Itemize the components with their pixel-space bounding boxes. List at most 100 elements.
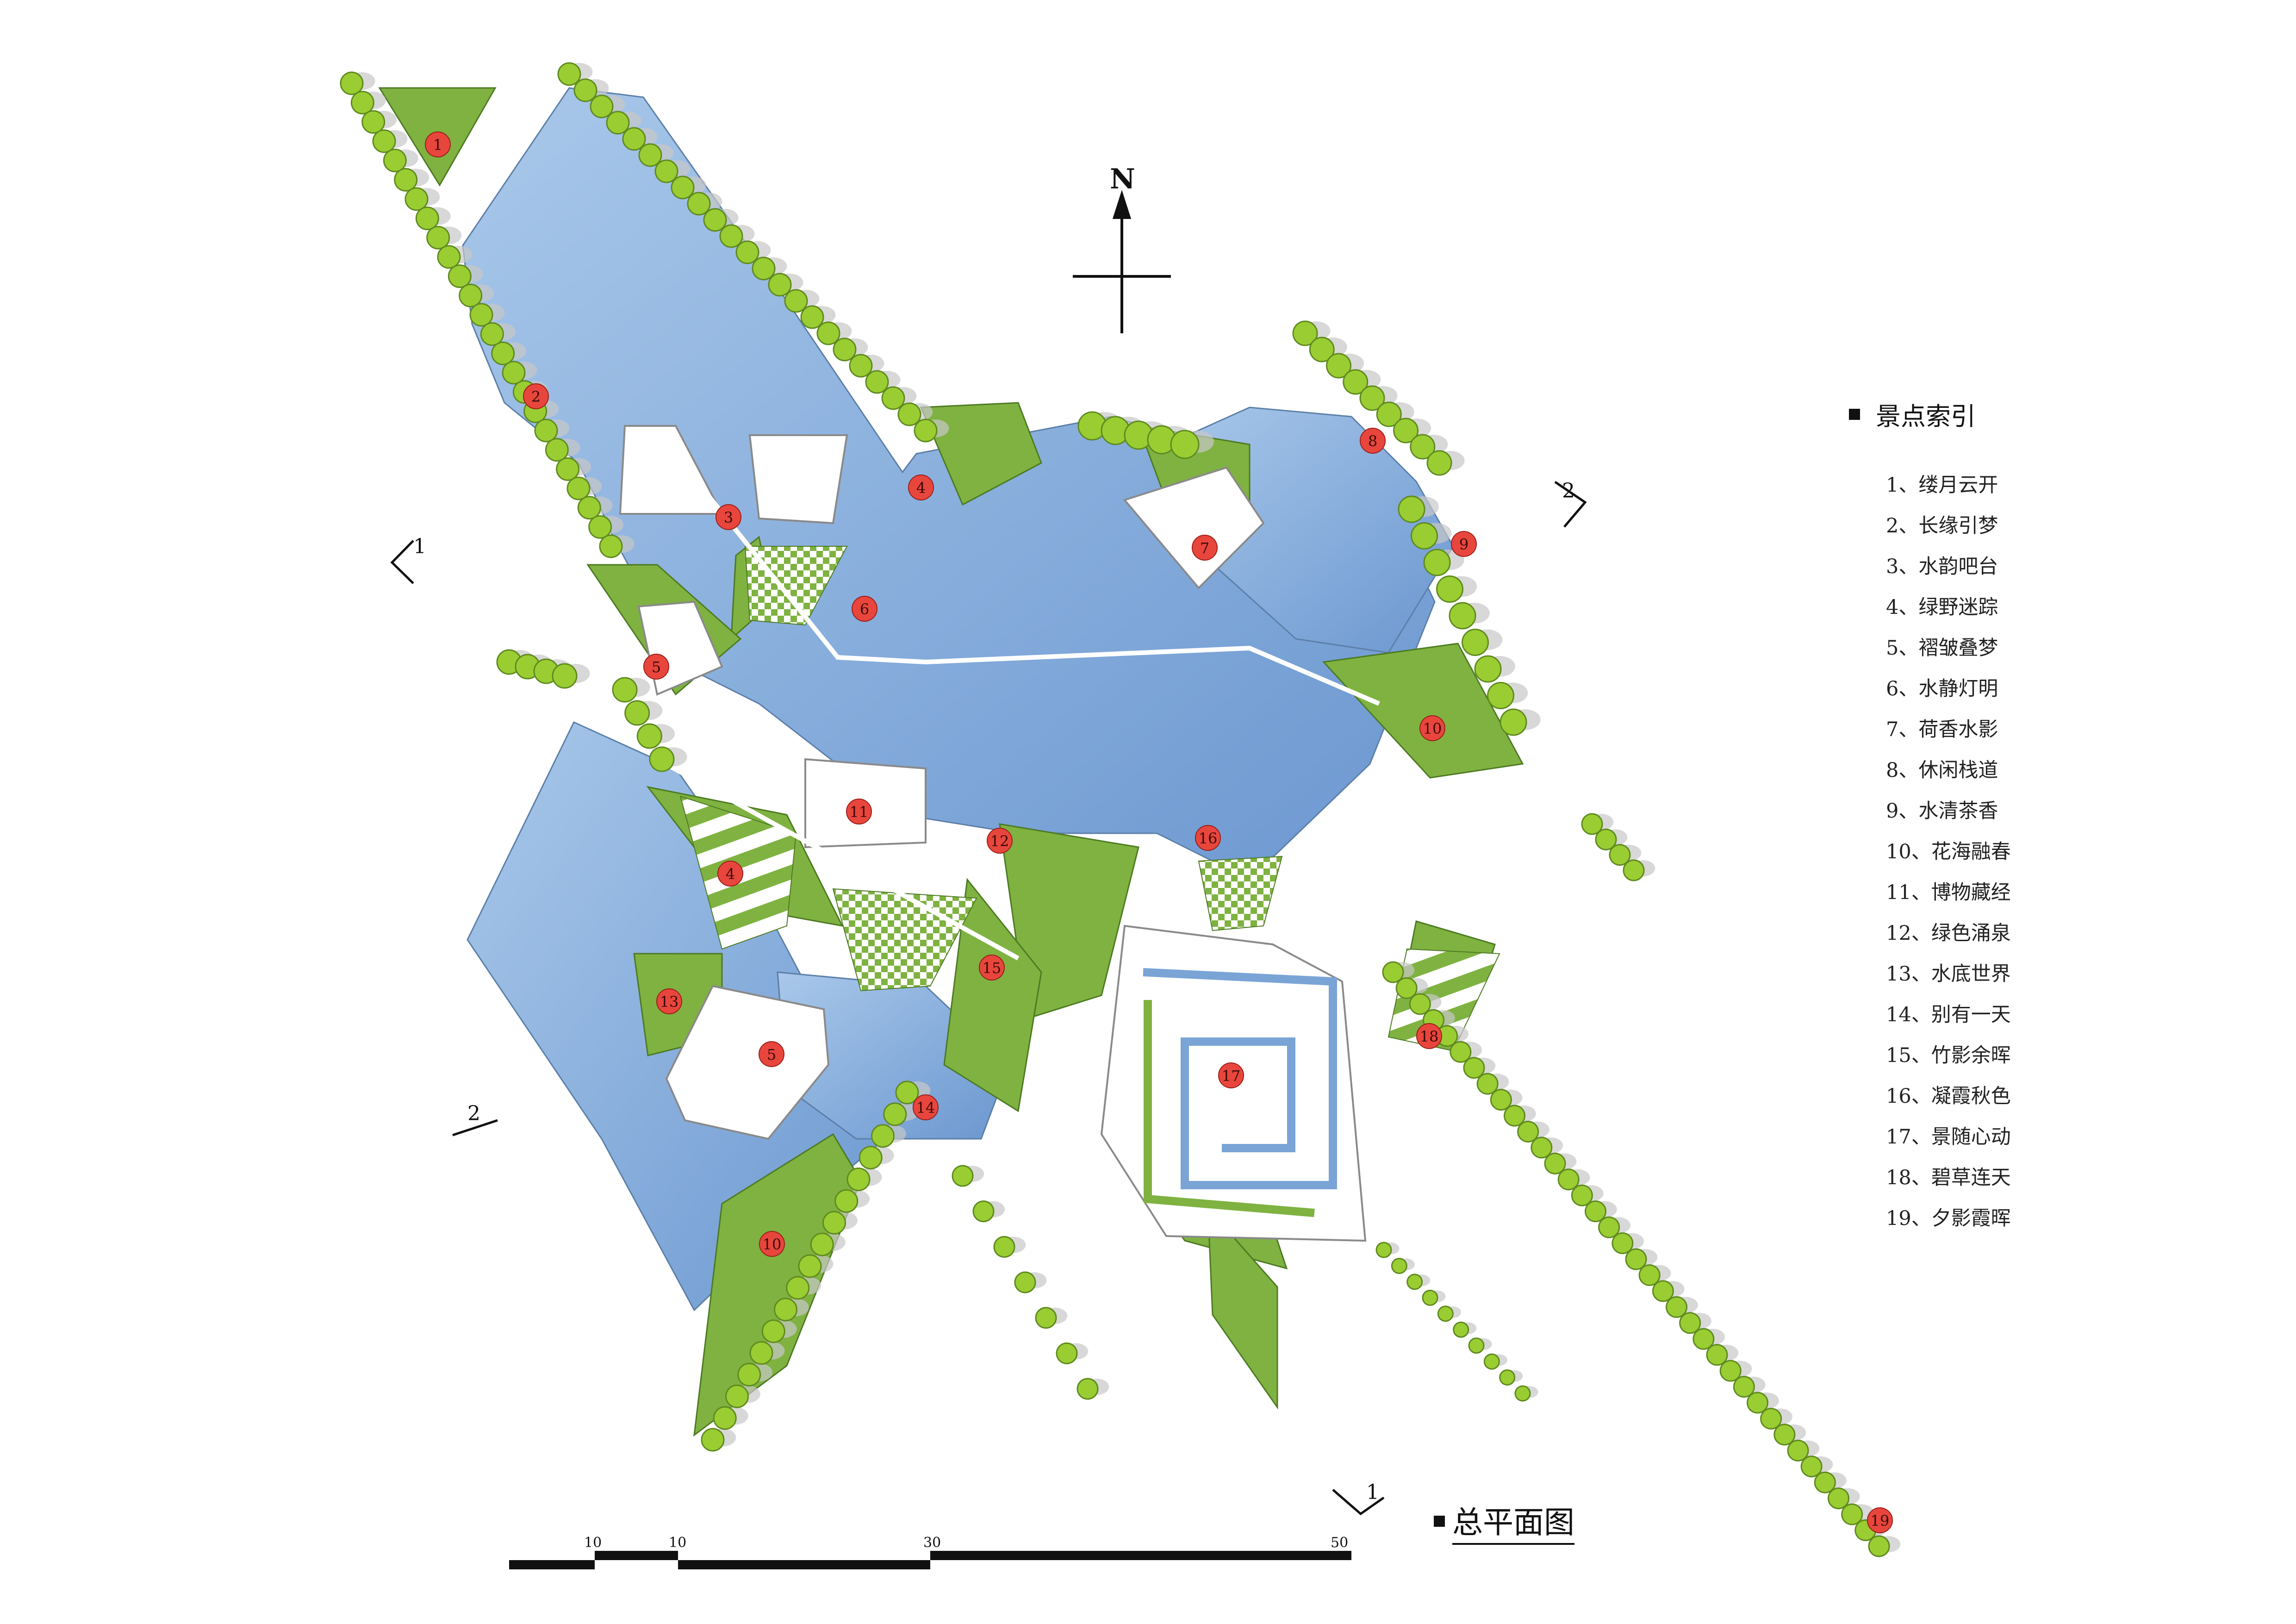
tree-icon xyxy=(1814,1471,1836,1493)
tree-icon xyxy=(1391,1257,1407,1274)
scale-label: 30 xyxy=(923,1535,941,1551)
legend-item: 10、花海融春 xyxy=(1886,840,2011,863)
tree-icon xyxy=(612,677,638,703)
tree-icon xyxy=(752,256,776,281)
legend-item: 19、夕影霞晖 xyxy=(1886,1207,2011,1230)
tree-icon xyxy=(1474,655,1502,683)
tree-icon xyxy=(1841,1503,1863,1525)
tree-icon xyxy=(1462,629,1489,656)
tree-icon xyxy=(1309,337,1335,362)
legend-item: 9、水清茶香 xyxy=(1886,800,1998,823)
tree-icon xyxy=(849,354,873,378)
legend-title-text: 景点索引 xyxy=(1876,402,1976,431)
tree-icon xyxy=(622,127,646,151)
tree-icon xyxy=(1410,434,1436,460)
tree-icon xyxy=(1170,430,1200,459)
tree-icon xyxy=(1423,549,1451,576)
tree-icon xyxy=(768,273,792,297)
tree-icon xyxy=(897,402,921,426)
site-marker xyxy=(425,131,451,157)
tree-icon xyxy=(952,1165,974,1187)
site-marker xyxy=(1195,825,1221,851)
north-label: N xyxy=(1110,163,1135,195)
site-marker-label: 11 xyxy=(850,803,869,821)
site-marker-label: 2 xyxy=(531,388,541,406)
tree-icon xyxy=(1453,1321,1469,1338)
title-bullet-icon xyxy=(1434,1516,1445,1527)
tree-icon xyxy=(798,1254,822,1278)
legend-item: 5、褶皱叠梦 xyxy=(1886,637,1998,660)
spiral-garden xyxy=(1143,968,1337,1217)
tree-icon xyxy=(883,1102,907,1126)
tree-icon xyxy=(1483,1353,1500,1370)
tree-icon xyxy=(1571,1184,1593,1206)
tree-icon xyxy=(1868,1535,1890,1557)
tree-icon xyxy=(1652,1280,1674,1302)
tree-icon xyxy=(1409,993,1431,1015)
site-marker-label: 15 xyxy=(983,959,1002,977)
site-marker xyxy=(852,596,877,622)
tree-icon xyxy=(340,71,364,95)
tree-rows xyxy=(340,62,1901,1557)
section-mark-label: 1 xyxy=(413,535,426,558)
tree-icon xyxy=(1638,1264,1661,1286)
tree-icon xyxy=(1463,1057,1485,1079)
tree-icon xyxy=(881,386,905,410)
structure-5b xyxy=(665,985,830,1140)
legend-item: 1、缕月云开 xyxy=(1886,474,1998,497)
tree-icon xyxy=(577,496,601,520)
legend-item: 13、水底世界 xyxy=(1886,962,2011,986)
tree-icon xyxy=(859,1146,883,1170)
tree-icon xyxy=(1436,575,1463,603)
structure-7 xyxy=(1123,466,1265,589)
tree-icon xyxy=(1787,1439,1809,1462)
site-marker-label: 5 xyxy=(767,1046,776,1063)
tree-icon xyxy=(816,321,840,345)
tree-icon xyxy=(590,94,614,119)
site-marker xyxy=(1419,715,1445,741)
tree-icon xyxy=(1499,1369,1516,1386)
legend-item: 2、长缘引梦 xyxy=(1886,514,1998,537)
tree-icon xyxy=(833,337,857,362)
tree-icon xyxy=(1398,495,1425,523)
tree-icon xyxy=(1504,1105,1525,1127)
site-marker-label: 8 xyxy=(1368,432,1377,450)
site-marker-label: 3 xyxy=(724,509,733,526)
tree-icon xyxy=(1514,1385,1531,1402)
tree-icon xyxy=(1760,1407,1782,1430)
tree-icon xyxy=(556,457,580,481)
section-marks xyxy=(390,481,1587,1516)
site-marker xyxy=(717,861,743,887)
tree-icon xyxy=(784,289,808,313)
tree-icon xyxy=(1773,1424,1796,1446)
tree-icon xyxy=(552,663,578,689)
tree-icon xyxy=(1056,1342,1078,1364)
tree-icon xyxy=(1449,602,1476,630)
tree-icon xyxy=(1359,385,1385,411)
tree-icon xyxy=(1585,1200,1606,1223)
tree-icon xyxy=(800,305,824,329)
tree-icon xyxy=(480,322,504,346)
tree-icon xyxy=(1581,813,1603,835)
tree-icon xyxy=(1747,1392,1768,1414)
north-arrow xyxy=(1073,190,1171,333)
site-marker-label: 19 xyxy=(1871,1512,1890,1530)
scale-label: 10 xyxy=(584,1535,602,1551)
site-marker-label: 18 xyxy=(1420,1028,1439,1045)
tree-icon xyxy=(1595,828,1617,850)
tree-icon xyxy=(1733,1376,1755,1398)
tree-icon xyxy=(1531,1137,1553,1159)
tree-icon xyxy=(914,418,938,443)
tree-icon xyxy=(654,159,678,183)
tree-icon xyxy=(415,206,439,231)
tree-icon xyxy=(735,240,759,264)
tree-icon xyxy=(810,1232,834,1256)
tree-icon xyxy=(1395,977,1418,999)
tree-icon xyxy=(394,168,418,192)
legend-item: 15、竹影余晖 xyxy=(1886,1044,2011,1067)
tree-icon xyxy=(534,418,558,443)
tree-icon xyxy=(606,111,630,135)
tree-icon xyxy=(1406,1274,1423,1290)
tree-icon xyxy=(557,62,581,86)
